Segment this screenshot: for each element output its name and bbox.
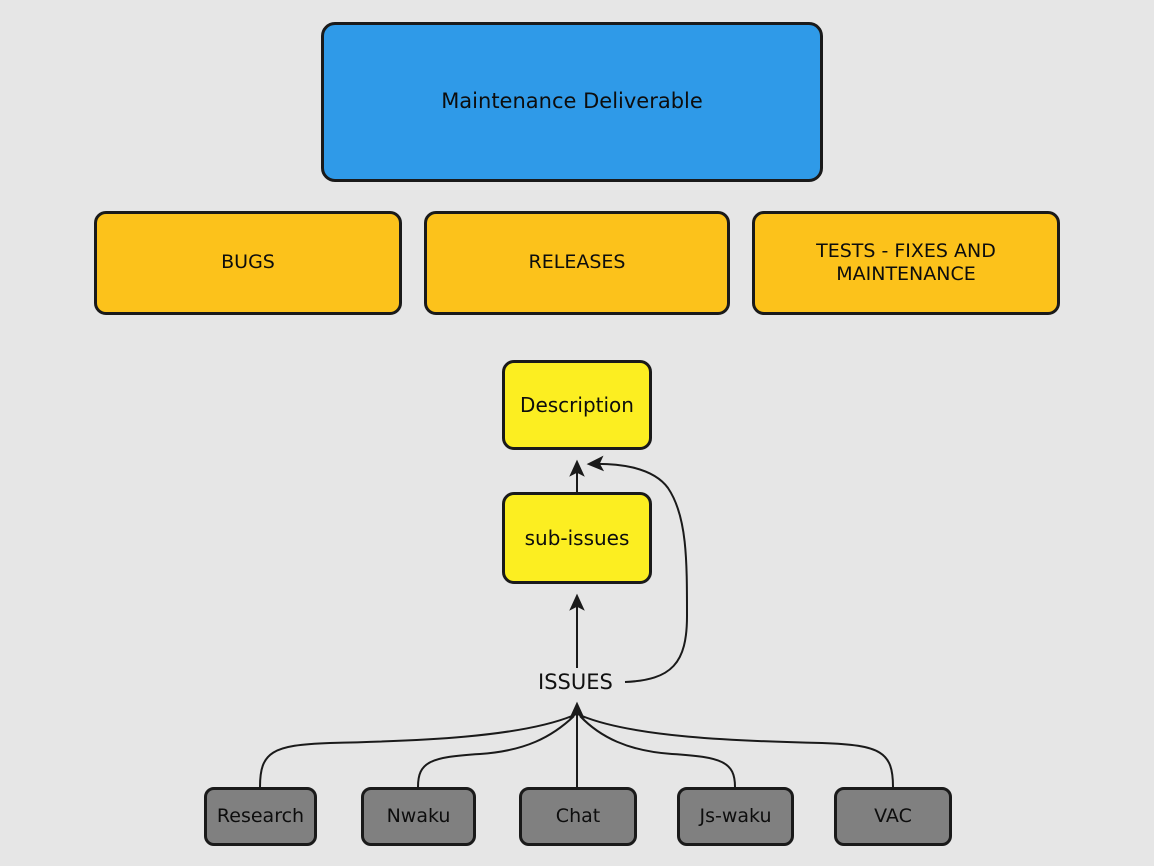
node-chat[interactable]: Chat xyxy=(519,787,637,846)
node-label: Description xyxy=(520,392,634,417)
node-label: Maintenance Deliverable xyxy=(441,89,703,114)
node-maintenance-deliverable[interactable]: Maintenance Deliverable xyxy=(321,22,823,182)
node-label: RELEASES xyxy=(528,251,626,274)
edge-label-issues: ISSUES xyxy=(536,670,615,694)
edge-vac-to-issues xyxy=(581,715,894,788)
node-bugs[interactable]: BUGS xyxy=(94,211,402,315)
edge-nwaku-to-issues xyxy=(417,715,575,788)
edge-jswaku-to-issues xyxy=(579,715,736,788)
node-sub-issues[interactable]: sub-issues xyxy=(502,492,652,584)
node-nwaku[interactable]: Nwaku xyxy=(361,787,476,846)
node-label: sub-issues xyxy=(524,525,630,550)
node-label: Research xyxy=(216,804,305,827)
node-label: Js-waku xyxy=(699,804,772,827)
node-js-waku[interactable]: Js-waku xyxy=(677,787,794,846)
node-description[interactable]: Description xyxy=(502,360,652,450)
node-label: BUGS xyxy=(221,251,275,274)
edge-research-to-issues xyxy=(259,715,573,788)
node-label: VAC xyxy=(874,804,912,827)
node-label: Nwaku xyxy=(386,804,451,827)
node-vac[interactable]: VAC xyxy=(834,787,952,846)
node-label: TESTS - FIXES AND MAINTENANCE xyxy=(816,239,996,285)
node-releases[interactable]: RELEASES xyxy=(424,211,730,315)
node-label: Chat xyxy=(555,804,601,827)
node-research[interactable]: Research xyxy=(204,787,317,846)
node-tests-fixes-and-maintenance[interactable]: TESTS - FIXES AND MAINTENANCE xyxy=(752,211,1060,315)
